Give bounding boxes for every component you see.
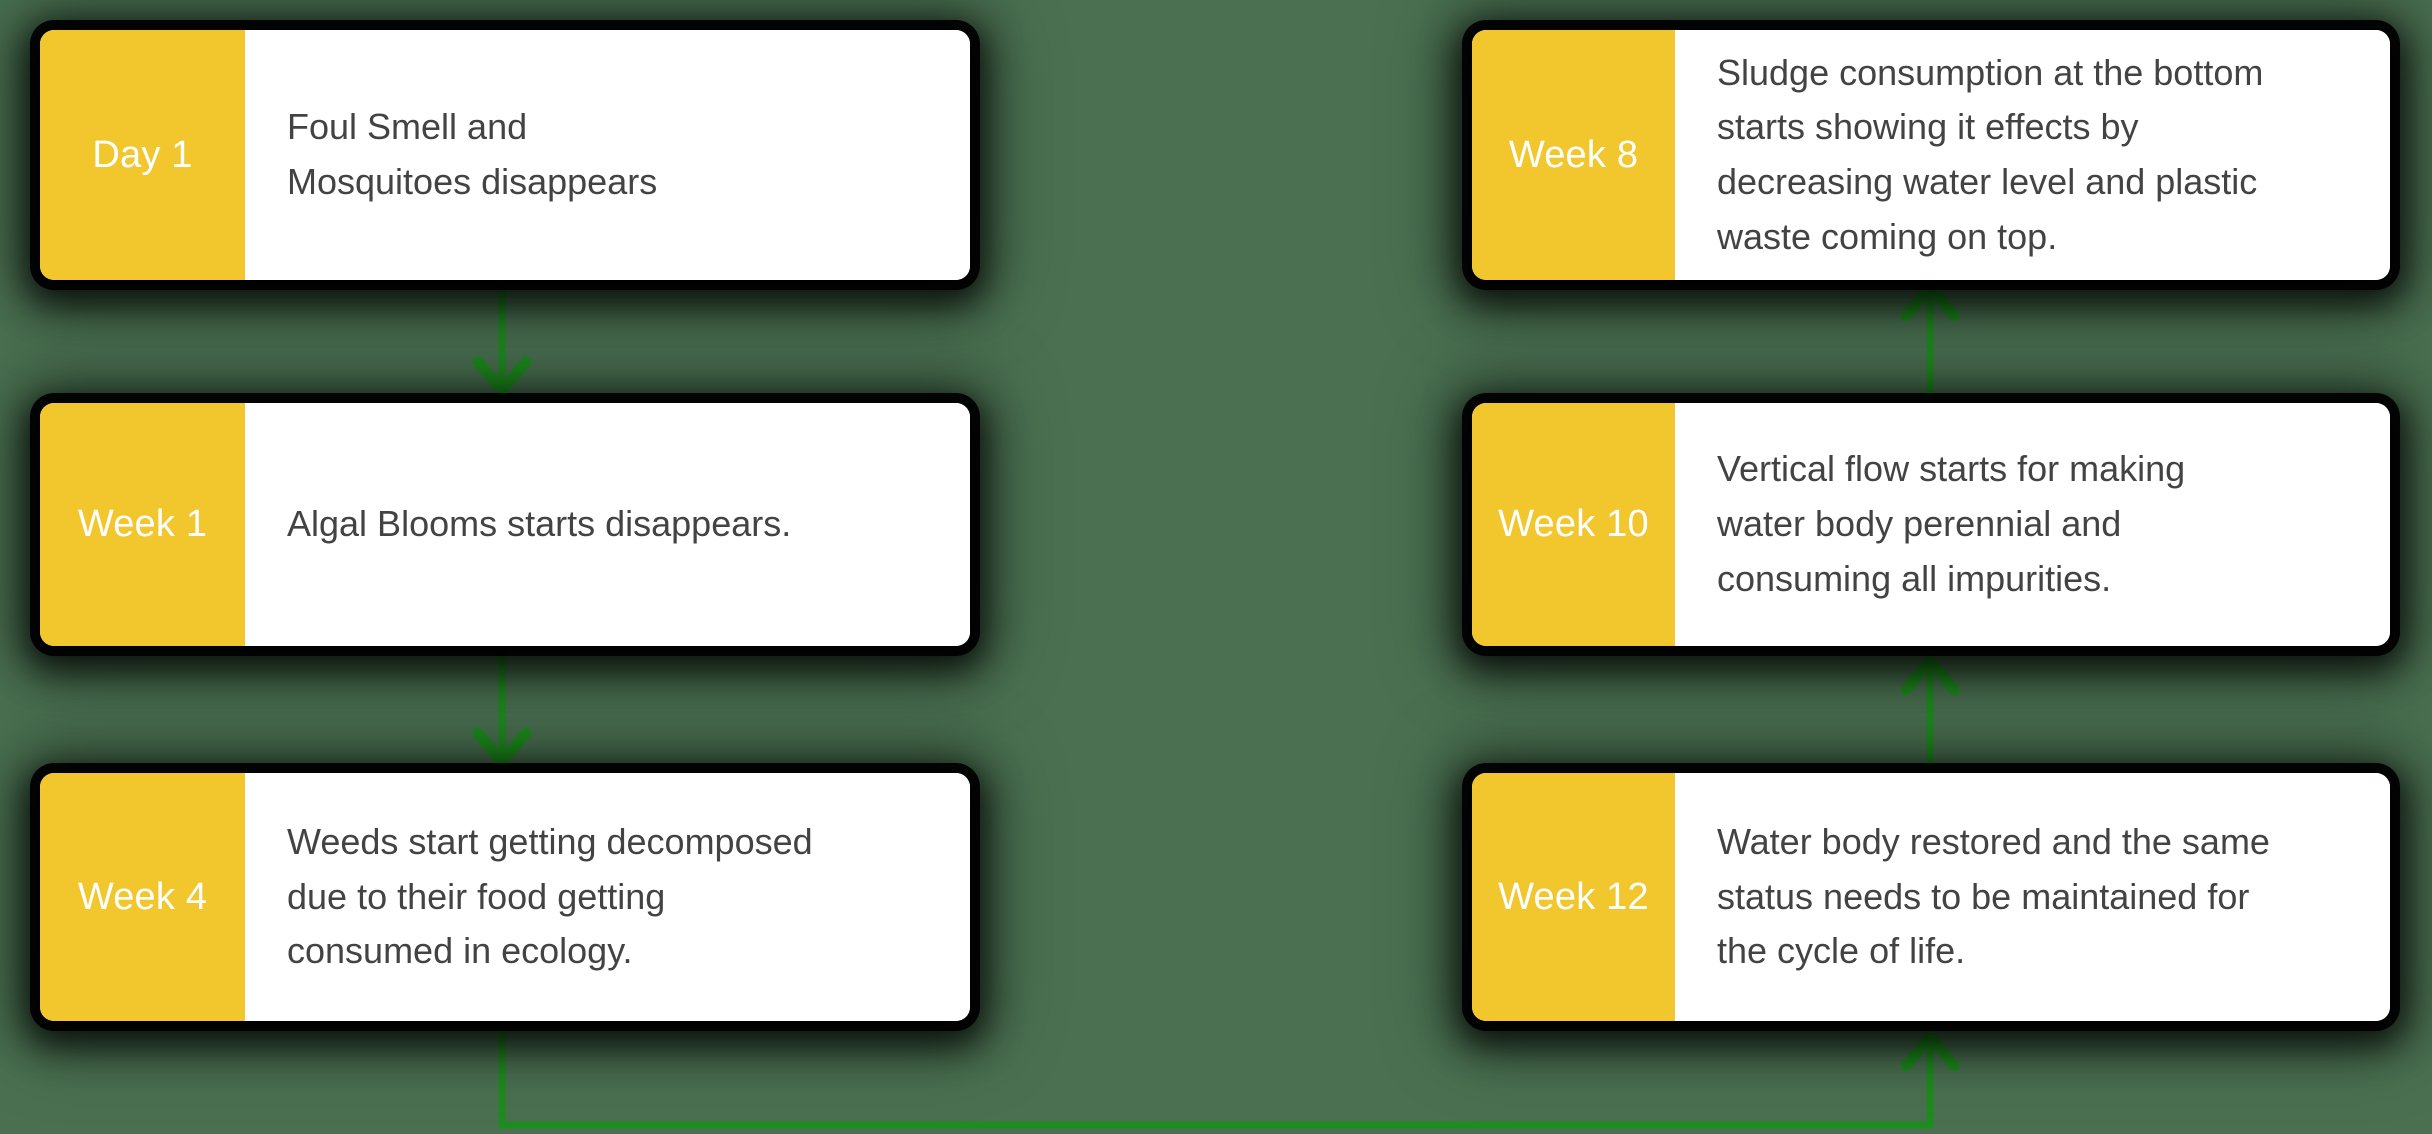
- timeline-card-week-4[interactable]: Week 4 Weeds start getting decomposed du…: [40, 773, 970, 1021]
- timeline-card-label: Day 1: [40, 30, 245, 280]
- timeline-card-description: Water body restored and the same status …: [1717, 820, 2270, 972]
- timeline-card-description: Vertical flow starts for making water bo…: [1717, 448, 2186, 599]
- timeline-card-label-text: Week 12: [1498, 875, 1649, 918]
- timeline-card-description: Weeds start getting decomposed due to th…: [287, 820, 813, 972]
- timeline-card-label: Week 12: [1472, 773, 1675, 1021]
- timeline-card-body: Algal Blooms starts disappears.: [245, 403, 970, 646]
- timeline-card-label-text: Week 8: [1508, 133, 1639, 176]
- timeline-card-label: Week 8: [1472, 30, 1675, 280]
- connector-day1-to-week1: [472, 283, 532, 396]
- timeline-card-week-1[interactable]: Week 1 Algal Blooms starts disappears.: [40, 403, 970, 646]
- timeline-card-body: Sludge consumption at the bottom starts …: [1675, 30, 2390, 280]
- timeline-card-day-1[interactable]: Day 1 Foul Smell and Mosquitoes disappea…: [40, 30, 970, 280]
- timeline-card-body: Weeds start getting decomposed due to th…: [245, 773, 970, 1021]
- timeline-card-label-text: Week 10: [1498, 503, 1649, 545]
- connector-week12-to-week10: [1900, 654, 1960, 768]
- connector-week4-to-week12: [498, 1024, 1960, 1129]
- timeline-card-description: Algal Blooms starts disappears.: [287, 503, 792, 545]
- timeline-card-label-text: Week 4: [77, 875, 208, 918]
- timeline-card-body: Water body restored and the same status …: [1675, 773, 2390, 1021]
- timeline-card-body: Vertical flow starts for making water bo…: [1675, 403, 2390, 646]
- timeline-card-description: Foul Smell and Mosquitoes disappears: [287, 106, 658, 202]
- timeline-card-label-text: Day 1: [92, 133, 193, 176]
- timeline-card-label: Week 10: [1472, 403, 1675, 646]
- timeline-card-label-text: Week 1: [77, 503, 208, 545]
- connector-week10-to-week8: [1900, 280, 1960, 398]
- timeline-card-label: Week 1: [40, 403, 245, 646]
- timeline-card-week-8[interactable]: Week 8 Sludge consumption at the bottom …: [1472, 30, 2390, 280]
- timeline-card-label: Week 4: [40, 773, 245, 1021]
- timeline-card-description: Sludge consumption at the bottom starts …: [1717, 51, 2264, 257]
- connector-week1-to-week4: [472, 650, 532, 768]
- timeline-card-week-10[interactable]: Week 10 Vertical flow starts for making …: [1472, 403, 2390, 646]
- timeline-card-week-12[interactable]: Week 12 Water body restored and the same…: [1472, 773, 2390, 1021]
- timeline-card-body: Foul Smell and Mosquitoes disappears: [245, 30, 970, 280]
